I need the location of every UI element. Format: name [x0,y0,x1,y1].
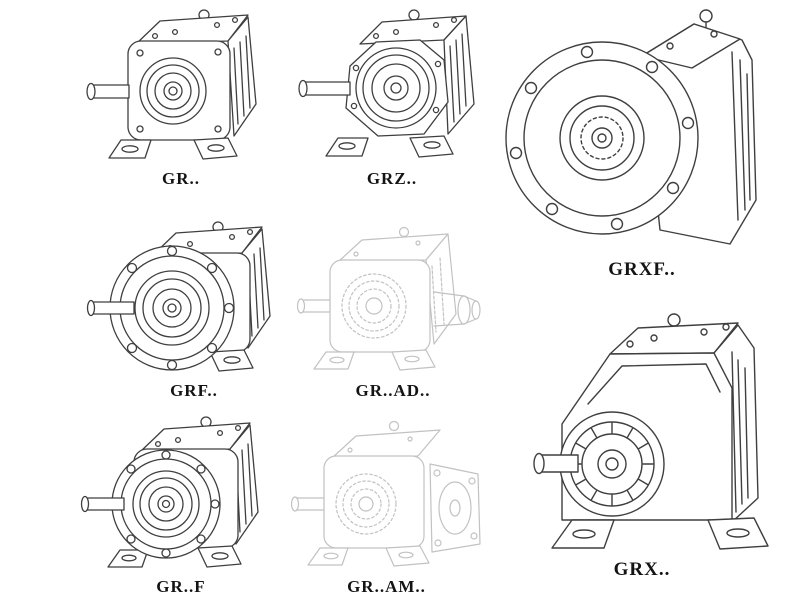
gearbox-figure-grx: GRX.. [492,308,792,581]
output-shaft [290,496,325,512]
gearbox-label-grad: GR..AD.. [355,381,431,400]
mounting-feet [325,135,454,158]
output-shaft [533,452,579,475]
output-shaft [298,79,351,98]
gearbox-label-grz: GRZ.. [366,169,418,188]
mounting-feet [307,545,430,567]
gearbox-figure-grf: GRF.. [84,218,304,401]
output-shaft [86,299,135,317]
gearbox-drawing-grxf [505,9,757,245]
output-hub [559,95,645,181]
gearbox-figure-grad: GR..AD.. [288,218,498,401]
gearbox-drawing-grx [533,313,769,550]
gearbox-label-grff: GR..F [156,577,206,596]
gearbox-drawing-grad [296,226,481,371]
eyebolt-icon [388,420,400,432]
gearbox-drawing-grff [80,416,259,568]
mounting-feet [107,545,242,568]
gearbox-drawing-grf [86,221,271,372]
eyebolt-icon [398,226,410,238]
gearbox-label-gram: GR..AM.. [347,577,426,596]
output-hub [132,470,200,538]
output-hub [335,473,397,535]
mounting-flange [505,41,699,235]
gearbox-figure-gram: GR..AM.. [284,412,489,597]
mounting-flange [109,245,235,371]
gearbox-figure-grff: GR..F [76,412,286,597]
output-hub [134,270,210,346]
gearbox-label-grf: GRF.. [170,381,218,400]
output-hub [341,273,407,339]
gearbox-figure-gr: GR.. [76,6,286,189]
gearbox-label-grxf: GRXF.. [608,259,676,280]
gearbox-figure-grxf: GRXF.. [492,4,792,281]
output-shaft [296,298,331,314]
output-shaft [80,495,125,513]
output-hub [139,57,207,125]
gearbox-figure-grz: GRZ.. [292,6,492,189]
mounting-feet [108,137,238,160]
output-shaft [86,82,130,101]
gearbox-drawing-gram [290,420,481,567]
output-hub [355,47,437,129]
gearbox-drawing-grz [298,9,475,158]
mounting-feet [209,349,254,372]
gearbox-drawing-gr [86,9,257,160]
mounting-feet [313,349,436,371]
motor-flange [429,463,481,553]
mounting-flange [111,449,221,559]
gearbox-label-gr: GR.. [162,169,200,188]
gearbox-label-grx: GRX.. [613,559,671,580]
mounting-feet [551,517,769,550]
input-adapter [433,291,481,327]
